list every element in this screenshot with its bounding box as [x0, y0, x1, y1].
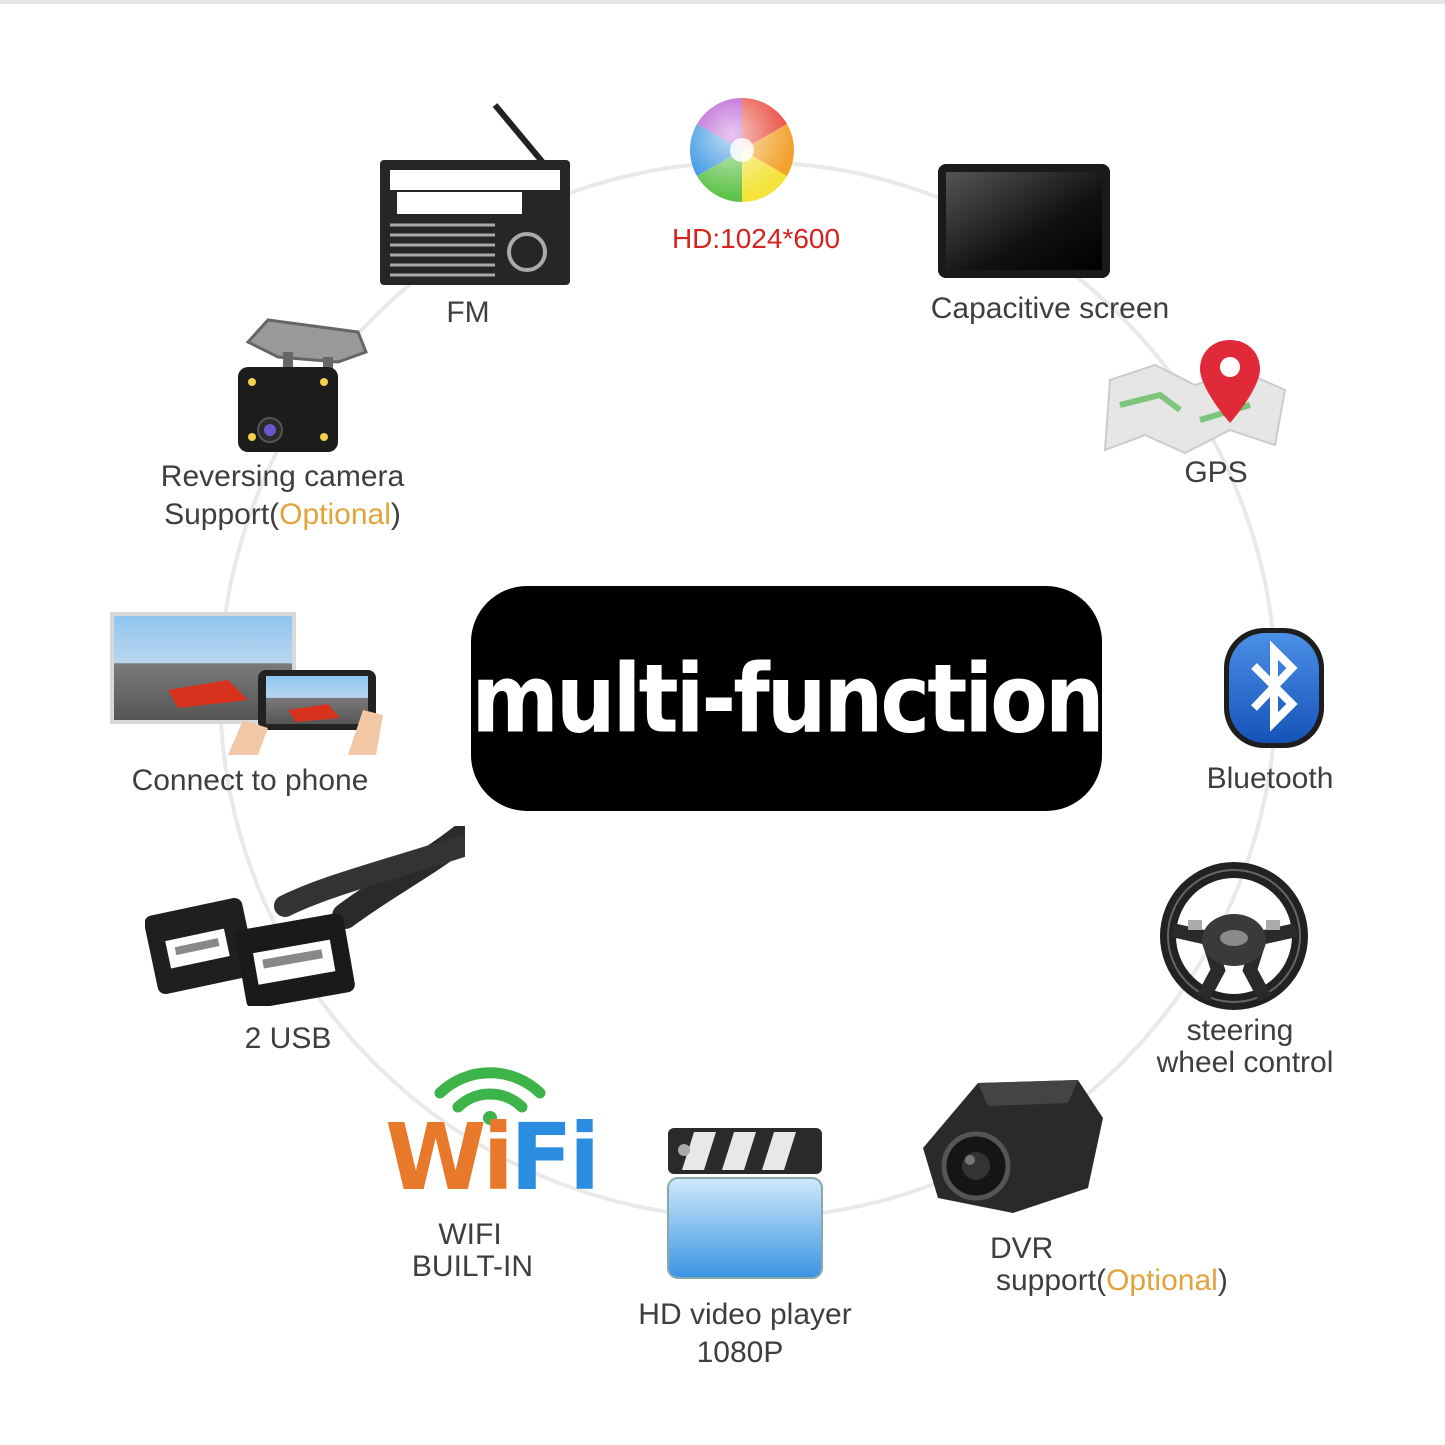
- steering-wheel-icon: [1160, 862, 1308, 1010]
- dvr-optional-text: Optional: [1106, 1264, 1218, 1297]
- gps-label: GPS: [1184, 456, 1248, 489]
- radio-icon: [380, 103, 570, 285]
- bluetooth-icon: [1224, 628, 1324, 748]
- color-wheel-icon: [690, 98, 794, 202]
- reversing-camera-label-2: Support(Optional): [140, 498, 425, 532]
- reversing-camera-label-1: Reversing camera: [160, 460, 405, 493]
- wifi-label-2: BUILT-IN: [411, 1250, 534, 1283]
- clapperboard-icon: [667, 1128, 823, 1279]
- wifi-label-1: WIFI: [438, 1218, 502, 1251]
- hd-label: HD:1024*600: [671, 223, 841, 254]
- camera-icon: [238, 318, 368, 452]
- wifi-logo-wi: Wi: [385, 1104, 514, 1211]
- tablet-icon: [938, 164, 1110, 278]
- wifi-logo: WiFi: [385, 1110, 600, 1205]
- connect-to-phone-label: Connect to phone: [131, 764, 369, 797]
- center-banner: multi-function: [471, 586, 1105, 811]
- video-label-1: HD video player: [638, 1298, 852, 1331]
- paren-text: ): [390, 498, 401, 531]
- video-label-2: 1080P: [696, 1336, 784, 1369]
- dvr-support-text: support(: [996, 1264, 1107, 1297]
- bluetooth-label: Bluetooth: [1206, 762, 1334, 795]
- dvr-label-1: DVR: [990, 1232, 1054, 1265]
- steering-label-2: wheel control: [1156, 1046, 1334, 1079]
- dvr-paren-text: ): [1217, 1264, 1228, 1297]
- phone-link-icon: [110, 612, 383, 755]
- usb-icon: [145, 826, 465, 1006]
- map-pin-icon: [1103, 340, 1287, 455]
- support-text: Support(: [164, 498, 280, 531]
- dvr-icon: [923, 1080, 1103, 1213]
- wifi-icon: [434, 1067, 546, 1125]
- wifi-logo-fi: Fi: [510, 1104, 600, 1211]
- fm-label: FM: [446, 296, 490, 329]
- usb-label: 2 USB: [244, 1022, 332, 1055]
- steering-label-1: steering: [1186, 1014, 1294, 1047]
- optional-text: Optional: [279, 498, 391, 531]
- dvr-label-2: support(Optional): [996, 1264, 1256, 1298]
- banner-text: multi-function: [471, 643, 1104, 754]
- capacitive-screen-label: Capacitive screen: [930, 292, 1170, 325]
- top-divider: [0, 0, 1445, 4]
